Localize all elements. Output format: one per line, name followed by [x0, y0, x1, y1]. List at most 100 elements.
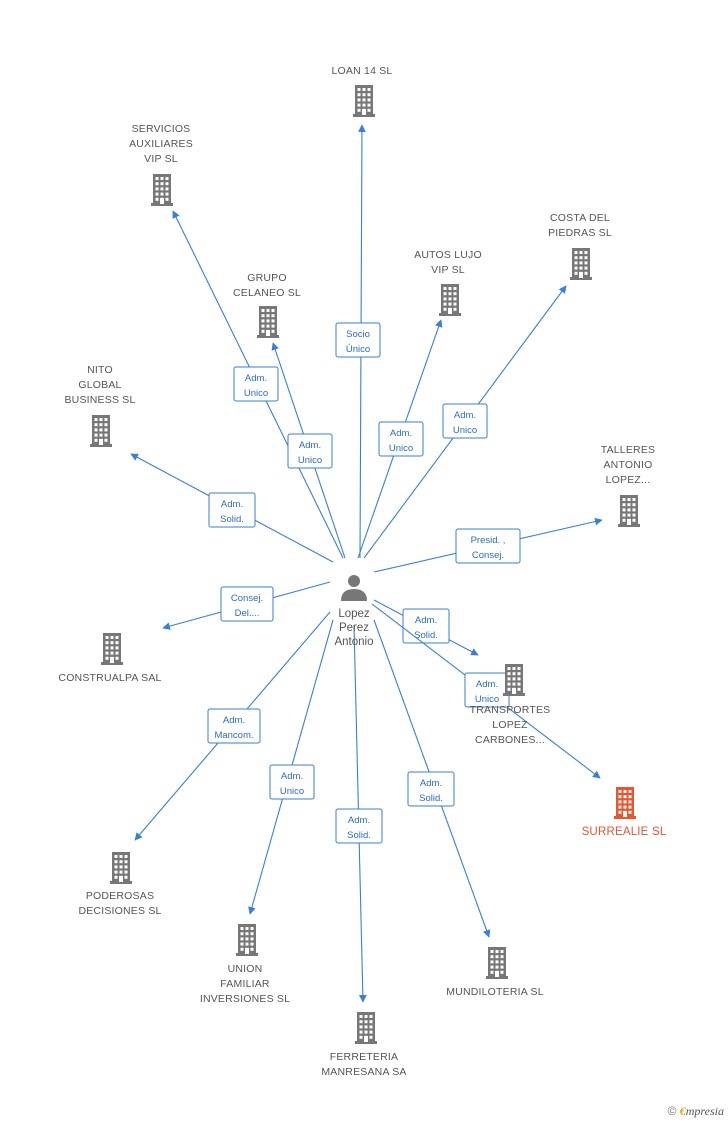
relationship-label-servicios[interactable]: Adm.Unico — [233, 366, 279, 402]
building-icon — [257, 306, 279, 338]
relationship-text: Único — [346, 344, 370, 355]
company-name-line: PODEROSAS — [86, 890, 154, 902]
relationship-label-nito[interactable]: Adm. Solid. — [208, 492, 256, 528]
company-name-line: TALLERES — [601, 444, 656, 456]
company-name-line: CONSTRUALPA SAL — [58, 672, 161, 684]
copyright-symbol: © — [667, 1104, 677, 1118]
company-name-line: AUXILIARES — [129, 138, 193, 150]
relationship-text: Unico — [389, 443, 413, 454]
company-node-ferreteria[interactable]: FERRETERIA MANRESANA SA — [321, 1012, 406, 1078]
relationship-text: Presid. , — [471, 535, 506, 546]
company-node-grupo[interactable]: GRUPO CELANEO SL — [233, 272, 301, 338]
edge-poderosas: Adm.Mancom. — [134, 611, 331, 841]
relationship-label-costa[interactable]: Adm.Unico — [442, 403, 488, 439]
company-name-line: SERVICIOS — [132, 123, 191, 135]
relationship-text: Adm. — [420, 778, 442, 789]
company-name-line: INVERSIONES SL — [200, 993, 290, 1005]
person-name-line: Antonio — [334, 636, 373, 648]
company-node-transportes[interactable]: TRANSPORTES LOPEZ CARBONES... — [470, 664, 551, 746]
relationship-label-grupo[interactable]: Adm.Unico — [287, 433, 333, 469]
relationship-text: Solid. — [414, 630, 438, 641]
building-icon — [503, 664, 525, 696]
company-name-line: TRANSPORTES — [470, 704, 551, 716]
edge-nito: Adm. Solid. — [130, 453, 334, 563]
company-name-line: VIP SL — [431, 264, 465, 276]
person-name-line: Lopez — [338, 608, 370, 620]
relationship-text: Consej. — [231, 593, 263, 604]
relationship-text: Adm. — [221, 499, 243, 510]
company-node-servicios[interactable]: SERVICIOS AUXILIARES VIP SL — [129, 123, 193, 206]
company-name-line: MUNDILOTERIA SL — [446, 986, 544, 998]
company-name-line: LOPEZ — [492, 719, 528, 731]
edge-surrealie: Adm.Unico — [371, 603, 601, 779]
company-name-line: COSTA DEL — [550, 212, 610, 224]
footer-credit: © €mpresia — [668, 1104, 724, 1119]
relationship-text: Del.... — [235, 608, 260, 619]
company-name-line: SURREALIE SL — [582, 826, 667, 838]
relationship-label-autos[interactable]: Adm. Unico — [378, 421, 424, 457]
company-name-line: GLOBAL — [78, 379, 121, 391]
building-icon — [618, 495, 640, 527]
company-node-talleres[interactable]: TALLERESANTONIOLOPEZ... — [601, 444, 656, 527]
edge-mundiloteria: Adm. Solid. — [373, 619, 491, 938]
relationship-label-ferreteria[interactable]: Adm.Solid. — [335, 808, 383, 844]
relationship-label-talleres[interactable]: Presid. , Consej. — [455, 528, 521, 564]
relationship-label-transportes[interactable]: Adm.Solid. — [402, 608, 450, 644]
brand-name: mpresia — [685, 1104, 724, 1118]
company-name-line: AUTOS LUJO — [414, 249, 482, 261]
relationship-text: Solid. — [220, 514, 244, 525]
relationship-text: Adm. — [299, 440, 321, 451]
company-name-line: CARBONES... — [475, 734, 545, 746]
relationship-label-mundiloteria[interactable]: Adm. Solid. — [407, 771, 455, 807]
relationship-text: Consej. — [472, 550, 504, 561]
edge-construalpa: Consej. Del.... — [162, 581, 331, 630]
person-icon — [341, 575, 367, 601]
company-name-line: ANTONIO — [603, 459, 652, 471]
relationship-label-poderosas[interactable]: Adm.Mancom. — [207, 708, 261, 744]
relationship-label-construalpa[interactable]: Consej. Del.... — [220, 586, 274, 622]
company-node-construalpa[interactable]: CONSTRUALPA SAL — [58, 633, 161, 684]
building-icon — [614, 787, 636, 819]
building-icon — [101, 633, 123, 665]
company-node-autos[interactable]: AUTOS LUJO VIP SL — [414, 249, 482, 316]
company-node-surrealie[interactable]: SURREALIE SL — [582, 787, 667, 838]
relationship-label-surrealie[interactable]: Adm.Unico — [464, 672, 510, 708]
relationship-text: Adm. — [223, 715, 245, 726]
relationship-text: Adm. — [245, 373, 267, 384]
relationship-text: Unico — [453, 425, 477, 436]
brand-logo[interactable]: €mpresia — [680, 1104, 724, 1118]
company-node-loan[interactable]: LOAN 14 SL — [332, 65, 393, 117]
relationship-text: Adm. — [281, 771, 303, 782]
relationship-label-union[interactable]: Adm. Unico — [269, 764, 315, 800]
building-icon — [236, 924, 258, 956]
company-name-line: FERRETERIA — [330, 1051, 399, 1063]
building-icon — [110, 852, 132, 884]
company-node-costa[interactable]: COSTA DEL PIEDRAS SL — [548, 212, 612, 280]
relationship-text: Socio — [346, 329, 370, 340]
edge-ferreteria: Adm.Solid. — [335, 624, 383, 1003]
building-icon — [355, 1012, 377, 1044]
company-node-mundiloteria[interactable]: MUNDILOTERIA SL — [446, 947, 544, 998]
company-name-line: PIEDRAS SL — [548, 227, 612, 239]
company-name-line: VIP SL — [144, 153, 178, 165]
relationship-text: Unico — [280, 786, 304, 797]
company-name-line: LOAN 14 SL — [332, 65, 393, 77]
building-icon — [439, 284, 461, 316]
relationship-text: Solid. — [419, 793, 443, 804]
building-icon — [90, 415, 112, 447]
company-name-line: MANRESANA SA — [321, 1066, 406, 1078]
edges-layer: SocioÚnicoAdm.UnicoAdm.UnicoAdm.UnicoAdm… — [130, 124, 603, 1003]
relationship-text: Adm. — [390, 428, 412, 439]
building-icon — [486, 947, 508, 979]
brand-initial: € — [679, 1104, 686, 1118]
building-icon — [151, 174, 173, 206]
company-name-line: GRUPO — [247, 272, 287, 284]
edge-autos: Adm. Unico — [357, 319, 443, 559]
company-name-line: CELANEO SL — [233, 287, 301, 299]
